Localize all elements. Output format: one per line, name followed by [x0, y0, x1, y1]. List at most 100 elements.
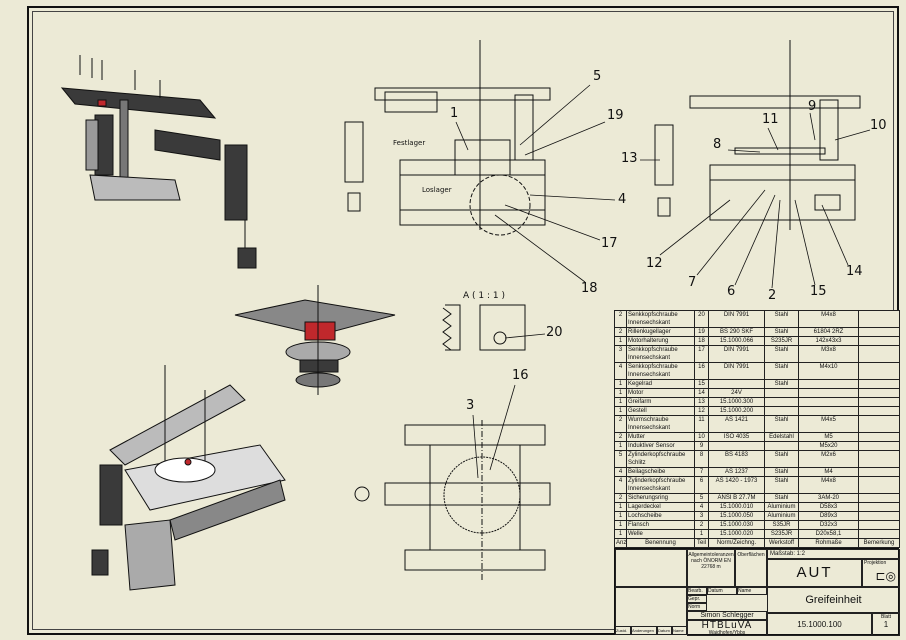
parts-list-cell: Flansch — [626, 520, 695, 530]
parts-list-cell — [798, 397, 859, 407]
parts-list-cell: D89x3 — [798, 511, 859, 521]
iso-view-exploded-shaft — [234, 285, 396, 395]
parts-list-cell: S35JR — [764, 520, 799, 530]
parts-list-cell: 1 — [614, 397, 627, 407]
parts-list-cell: M5x20 — [798, 441, 859, 451]
rev-aenderungen: Änderungen — [631, 626, 657, 635]
scale-label: Maßstab: 1:2 — [767, 549, 900, 559]
balloon-15: 15 — [810, 284, 827, 299]
parts-list-cell: 4 — [614, 476, 627, 494]
parts-list-cell: Kegelrad — [626, 379, 695, 389]
balloon-1: 1 — [450, 106, 459, 121]
parts-list-cell: Induktiver Sensor — [626, 441, 695, 451]
parts-list-cell: ANSI B 27.7M — [708, 493, 765, 503]
parts-list-cell: S235JR — [764, 336, 799, 346]
parts-list-cell: 5 — [694, 493, 709, 503]
parts-list-cell: Gestell — [626, 406, 695, 416]
parts-list-cell: M4x8 — [798, 310, 859, 328]
parts-list-cell: Stahl — [764, 362, 799, 380]
parts-list-cell — [858, 511, 900, 521]
balloon-9: 9 — [808, 99, 817, 114]
parts-list-header: Anz.BenennungTeilNorm/Zeichng.WerkstoffR… — [614, 538, 900, 548]
parts-list-cell: 5 — [614, 450, 627, 468]
parts-list-header-cell: Bemerkung — [858, 538, 900, 548]
projection-symbol-icon: ⊏◎ — [875, 569, 896, 583]
gepr-label: Gepr. — [687, 595, 707, 603]
parts-list-cell — [764, 397, 799, 407]
parts-list-cell: 20 — [694, 310, 709, 328]
parts-list-cell: 142x43x3 — [798, 336, 859, 346]
parts-list-cell: Senkkopfschraube Innensechskant — [626, 362, 695, 380]
parts-list-cell: Edelstahl — [764, 432, 799, 442]
parts-list-cell: Sicherungsring — [626, 493, 695, 503]
parts-list-cell: 2 — [614, 432, 627, 442]
parts-list-header-cell: Anz. — [614, 538, 627, 548]
parts-list-cell: 12 — [694, 406, 709, 416]
revision-header: Zustd. Änderungen Datum Name — [615, 626, 687, 635]
balloon-5: 5 — [593, 69, 602, 84]
balloon-4: 4 — [618, 192, 627, 207]
loslager-label: Loslager — [422, 186, 452, 194]
parts-list-cell: 2 — [614, 415, 627, 433]
parts-list-cell: Stahl — [764, 379, 799, 389]
parts-list-cell: Zylinderkopfschraube Innensechskant — [626, 476, 695, 494]
parts-list-cell: M4 — [798, 467, 859, 477]
parts-list-cell — [858, 327, 900, 337]
parts-list-cell: 1 — [614, 379, 627, 389]
parts-list-cell: M5 — [798, 432, 859, 442]
parts-list-cell: 1 — [614, 336, 627, 346]
parts-list-cell: 1 — [614, 406, 627, 416]
balloon-10: 10 — [870, 118, 887, 133]
parts-list-cell: Aluminium — [764, 502, 799, 512]
parts-list-cell: 3 — [694, 511, 709, 521]
parts-list-cell: Senkkopfschraube Innensechskant — [626, 310, 695, 328]
parts-list-cell: D32x3 — [798, 520, 859, 530]
parts-list-cell: 2 — [694, 520, 709, 530]
location: Waidhofen/Ybbs — [708, 630, 746, 636]
parts-list-cell: Senkkopfschraube Innensechskant — [626, 345, 695, 363]
leader-lines — [455, 84, 871, 479]
parts-list-cell: DIN 7991 — [708, 345, 765, 363]
parts-list-cell: AS 1420 - 1973 — [708, 476, 765, 494]
parts-list-cell: Lagerdeckel — [626, 502, 695, 512]
projection-label: Projektion ⊏◎ — [862, 559, 900, 587]
rev-name: Name — [672, 626, 687, 635]
parts-list-cell — [798, 406, 859, 416]
parts-list-cell: Rillenkugellager — [626, 327, 695, 337]
parts-list-cell — [858, 493, 900, 503]
parts-list-cell: Stahl — [764, 476, 799, 494]
parts-list-cell: 1 — [614, 511, 627, 521]
balloon-6: 6 — [727, 284, 736, 299]
parts-list-cell: DIN 7991 — [708, 310, 765, 328]
parts-list-cell — [858, 476, 900, 494]
parts-list-cell: D58x3 — [798, 502, 859, 512]
parts-list-cell — [858, 529, 900, 539]
parts-list-cell: Zylinderkopfschraube Schlitz — [626, 450, 695, 468]
parts-list-cell: 17 — [694, 345, 709, 363]
parts-list-cell: ISO 4035 — [708, 432, 765, 442]
parts-list-cell — [858, 362, 900, 380]
sheet-number: 1 — [883, 620, 889, 629]
parts-list-cell: 1 — [614, 520, 627, 530]
parts-list-cell: 6 — [694, 476, 709, 494]
balloon-14: 14 — [846, 264, 863, 279]
parts-list-cell — [764, 441, 799, 451]
festlager-label: Festlager — [393, 139, 426, 147]
parts-list-cell — [858, 450, 900, 468]
parts-list-cell: Stahl — [764, 493, 799, 503]
parts-list-cell: 24V — [708, 388, 765, 398]
parts-list-cell: M3x8 — [798, 345, 859, 363]
parts-list-cell: DIN 7991 — [708, 362, 765, 380]
rev-zustand: Zustd. — [615, 626, 631, 635]
parts-list-cell: 15.1000.300 — [708, 397, 765, 407]
drawing-title: Greifeinheit — [767, 587, 900, 613]
tolerance-note: Allgemeintoleranzen nach ÖNORM EN 22768 … — [687, 549, 735, 587]
